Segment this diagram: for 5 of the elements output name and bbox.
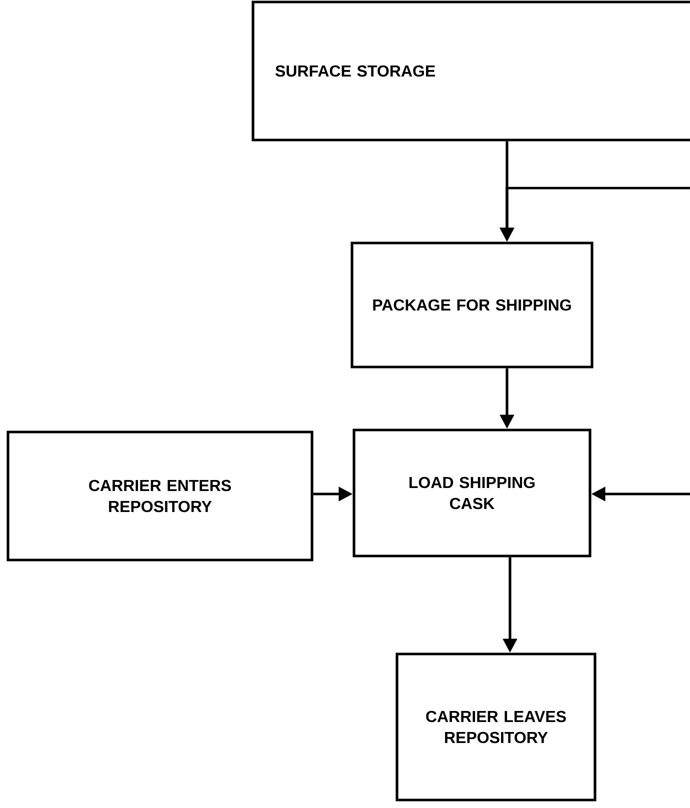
process-box: CARRIER LEAVES REPOSITORY [396,652,596,802]
process-box: SURFACE STORAGE [252,0,690,142]
process-box: PACKAGE FOR SHIPPING [350,242,594,368]
process-box: CARRIER ENTERS REPOSITORY [6,430,314,562]
process-box: LOAD SHIPPING CASK [352,428,592,558]
